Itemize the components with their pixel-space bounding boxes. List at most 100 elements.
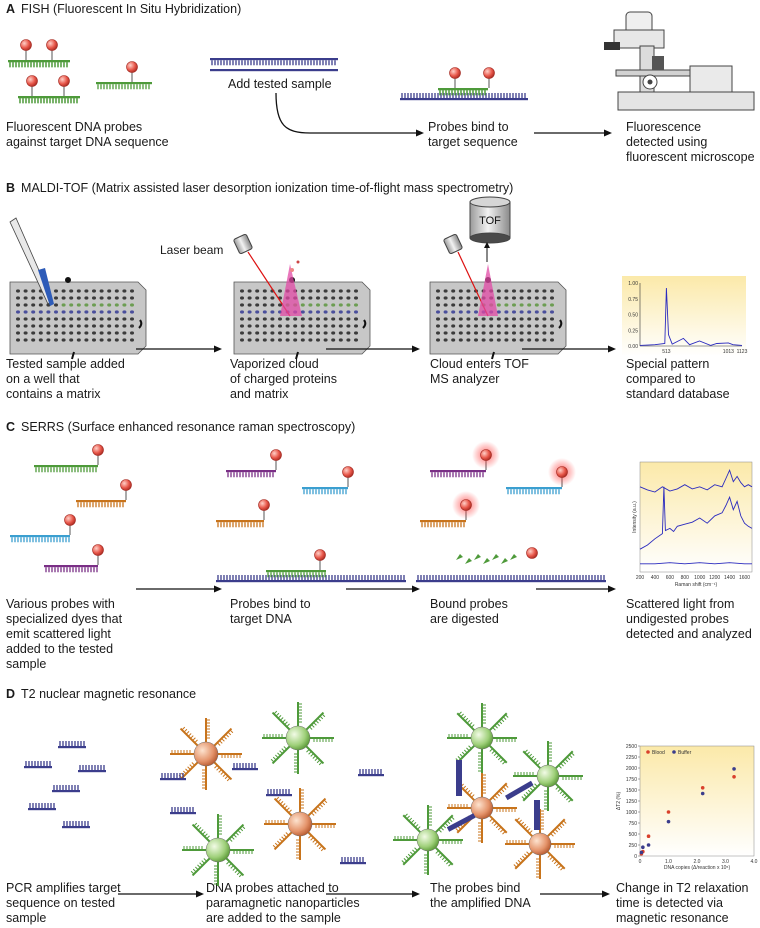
probe-bases (516, 817, 533, 834)
caption-line: time is detected via (616, 896, 723, 910)
plate-well (346, 317, 351, 321)
plate-well (451, 331, 456, 335)
plate-well (331, 310, 336, 314)
caption-line: Cloud enters TOF (430, 357, 529, 371)
bound-dna (446, 813, 476, 832)
plate-well (61, 338, 66, 342)
fluorescent-probe (96, 61, 152, 90)
dna-backbone (96, 82, 152, 85)
plate-well (338, 296, 343, 300)
plate-well (240, 296, 244, 300)
plate-well (84, 289, 89, 293)
fluorophore-icon (126, 61, 138, 73)
dna-backbone (506, 487, 562, 490)
dna-strand (232, 763, 258, 771)
plate-well (92, 324, 96, 328)
plate-well (54, 317, 58, 321)
dna-bases (217, 575, 405, 580)
plate-well (466, 303, 471, 307)
probe-bases (524, 749, 541, 766)
probe-bases (308, 834, 325, 852)
plate-well (436, 303, 440, 307)
plate-well (323, 331, 328, 335)
probe-bases (233, 850, 253, 854)
plate-well (300, 338, 305, 342)
plate-well (270, 317, 275, 321)
fluorophore-icon (258, 499, 270, 511)
y-tick-label: 2000 (626, 766, 637, 772)
plate-well (346, 331, 351, 335)
caption-line: Fluorescence (626, 120, 702, 134)
x-tick-label: 1200 (709, 575, 720, 581)
particle-core (193, 741, 219, 767)
tof-cylinder (469, 201, 511, 239)
plate-well (331, 324, 336, 328)
dna-strand (96, 82, 152, 90)
plate-well (323, 338, 328, 342)
dna-strand (62, 821, 90, 829)
plate-well (519, 317, 524, 321)
arrow-icon (118, 890, 204, 898)
caption-line: contains a matrix (6, 387, 101, 401)
digested-fragment (510, 554, 517, 560)
lamp-housing (689, 65, 733, 95)
caption-c-probes: Various probes with specialized dyes tha… (6, 597, 122, 672)
plate-well (451, 289, 456, 293)
plate-well (458, 296, 463, 300)
plate-well (466, 310, 471, 314)
particle-core (470, 726, 494, 750)
plate-well (61, 324, 66, 328)
plate-well (107, 303, 112, 307)
dna-strand (438, 88, 488, 96)
plate-well (316, 324, 320, 328)
caption-line: Laser beam (160, 243, 224, 257)
plate-well (443, 289, 448, 293)
plate-well (122, 338, 127, 342)
plate-well (293, 331, 298, 335)
plate-well (458, 331, 463, 335)
plate-well (54, 310, 58, 314)
plate-well (69, 296, 74, 300)
plate-well (338, 331, 343, 335)
plate-well (114, 303, 119, 307)
plate-well (466, 317, 471, 321)
probe-bases (401, 847, 418, 864)
plate-well (76, 331, 81, 335)
plate-well (436, 310, 440, 314)
fluorescent-probe (10, 514, 76, 543)
plate-well (496, 317, 501, 321)
tof-arrow-head (484, 242, 490, 248)
x-tick-label: 1400 (724, 575, 735, 581)
plate-well (240, 338, 244, 342)
fluorescent-probe (216, 499, 270, 528)
plate-well (451, 303, 456, 307)
fluorescent-probe (226, 449, 282, 478)
fluorophore-icon (20, 39, 32, 51)
digested-fragment (456, 554, 463, 560)
caption-line: on a well that (6, 372, 80, 386)
caption-b-tof: Cloud enters TOF MS analyzer (430, 357, 529, 387)
plate-well (247, 331, 252, 335)
plate-well (130, 338, 134, 342)
pipette-icon (9, 217, 54, 306)
vapor-cloud (280, 264, 302, 316)
plate-well (436, 317, 440, 321)
probe-bases (202, 769, 206, 789)
plate-well (278, 331, 282, 335)
dna-strand (416, 575, 606, 583)
caption-line: MS analyzer (430, 372, 500, 386)
plate-well (240, 310, 244, 314)
fluorophore-icon (483, 67, 495, 79)
plate-well (247, 310, 252, 314)
dna-bases (29, 803, 55, 808)
arrow-head (412, 890, 420, 898)
plate-well (61, 317, 66, 321)
fluorescent-probe (430, 441, 500, 478)
plate-well (338, 324, 343, 328)
plate-well (316, 289, 320, 293)
arrow-head (214, 345, 222, 353)
plate-well (61, 289, 66, 293)
dna-strand (18, 96, 80, 104)
plate-well (255, 331, 260, 335)
probe-bases (272, 832, 290, 849)
